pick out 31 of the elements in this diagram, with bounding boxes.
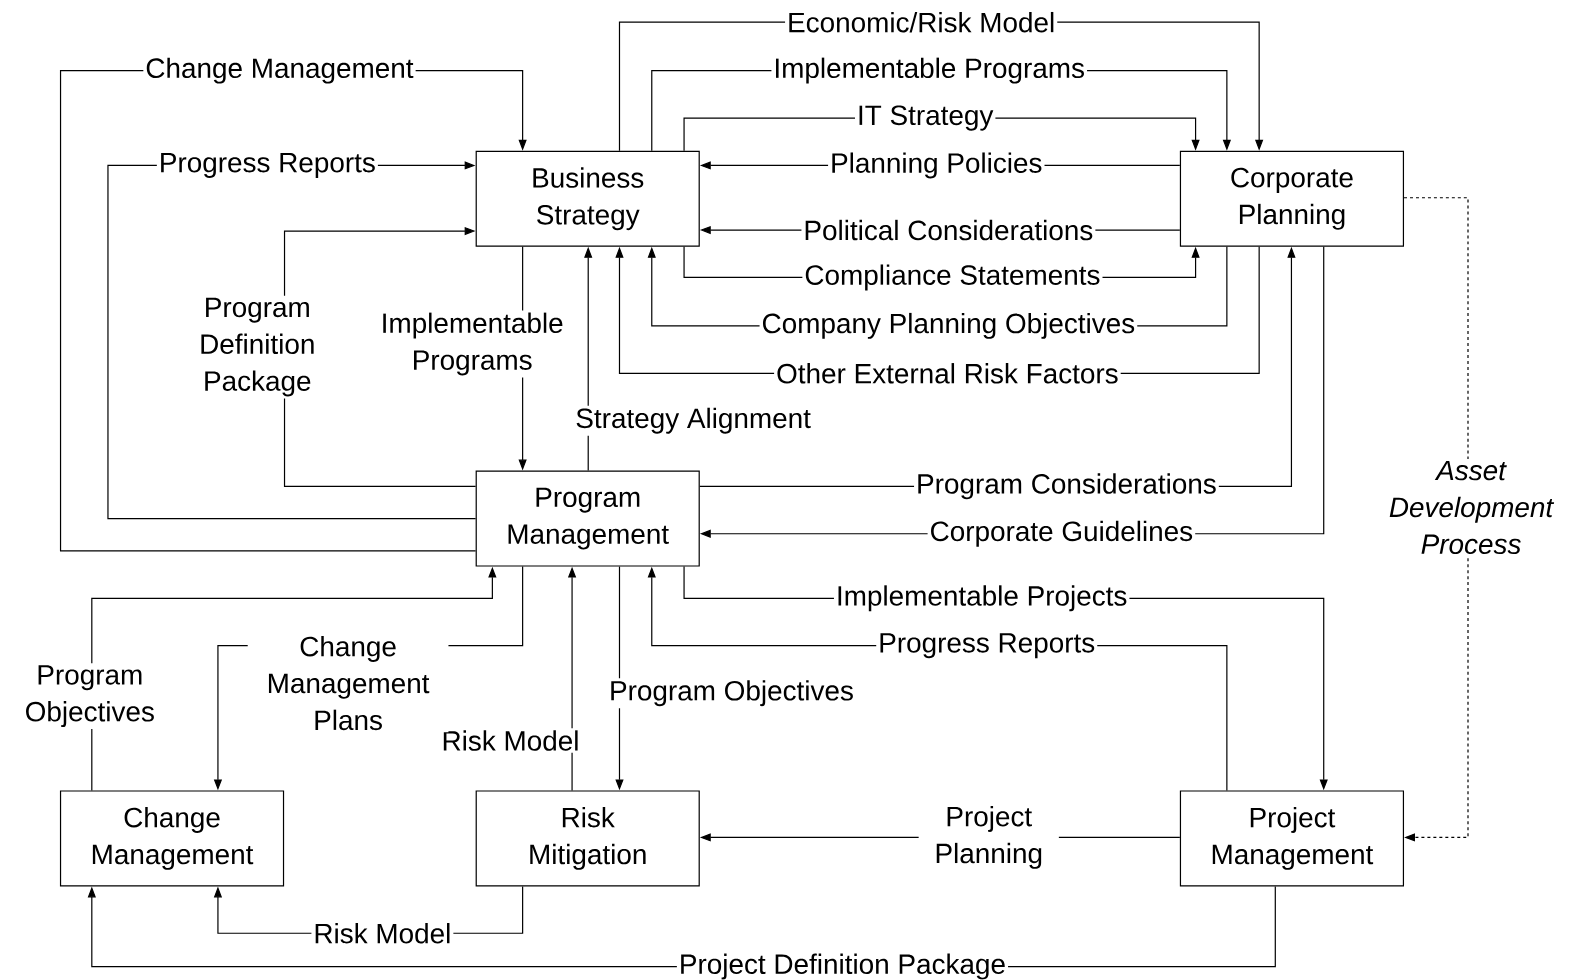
- edge-label: Program Objectives: [7, 663, 173, 730]
- edge-label: Other External Risk Factors: [774, 361, 1121, 386]
- process-box: Change Management: [59, 790, 285, 887]
- edge-label: Program Objectives: [607, 678, 856, 709]
- edge-label: Risk Model: [439, 728, 582, 753]
- edge-label: Program Considerations: [914, 471, 1219, 502]
- edge-label: Change Management: [143, 55, 416, 86]
- edge-label: Political Considerations: [801, 217, 1096, 243]
- process-box: Project Management: [1179, 790, 1405, 887]
- edge-label: Planning Policies: [828, 150, 1045, 181]
- arrow: [1403, 197, 1469, 842]
- edge-label: IT Strategy: [855, 103, 996, 133]
- edge-label: Asset Development Process: [1368, 459, 1574, 557]
- process-box: Business Strategy: [475, 150, 700, 247]
- edge-label: Strategy Alignment: [573, 405, 813, 436]
- edge-label: Project Definition Package: [676, 951, 1009, 980]
- edge-label: Implementable Programs: [361, 310, 583, 378]
- process-box: Program Management: [475, 470, 700, 567]
- edge-label: Implementable Programs: [771, 55, 1088, 86]
- edge-label: Corporate Guidelines: [927, 518, 1196, 549]
- process-box: Risk Mitigation: [475, 790, 700, 887]
- edge-label: Company Planning Objectives: [759, 311, 1138, 342]
- edge-label: Program Definition Package: [184, 295, 330, 399]
- edge-label: Implementable Projects: [833, 583, 1130, 614]
- edge-label: Progress Reports: [156, 151, 378, 181]
- edge-label: Economic/Risk Model: [785, 10, 1058, 35]
- process-box: Corporate Planning: [1179, 150, 1405, 247]
- edge-label: Compliance Statements: [802, 262, 1103, 293]
- edge-label: Project Planning: [918, 804, 1059, 871]
- edge-label: Risk Model: [311, 921, 454, 946]
- edge-label: Progress Reports: [876, 631, 1098, 661]
